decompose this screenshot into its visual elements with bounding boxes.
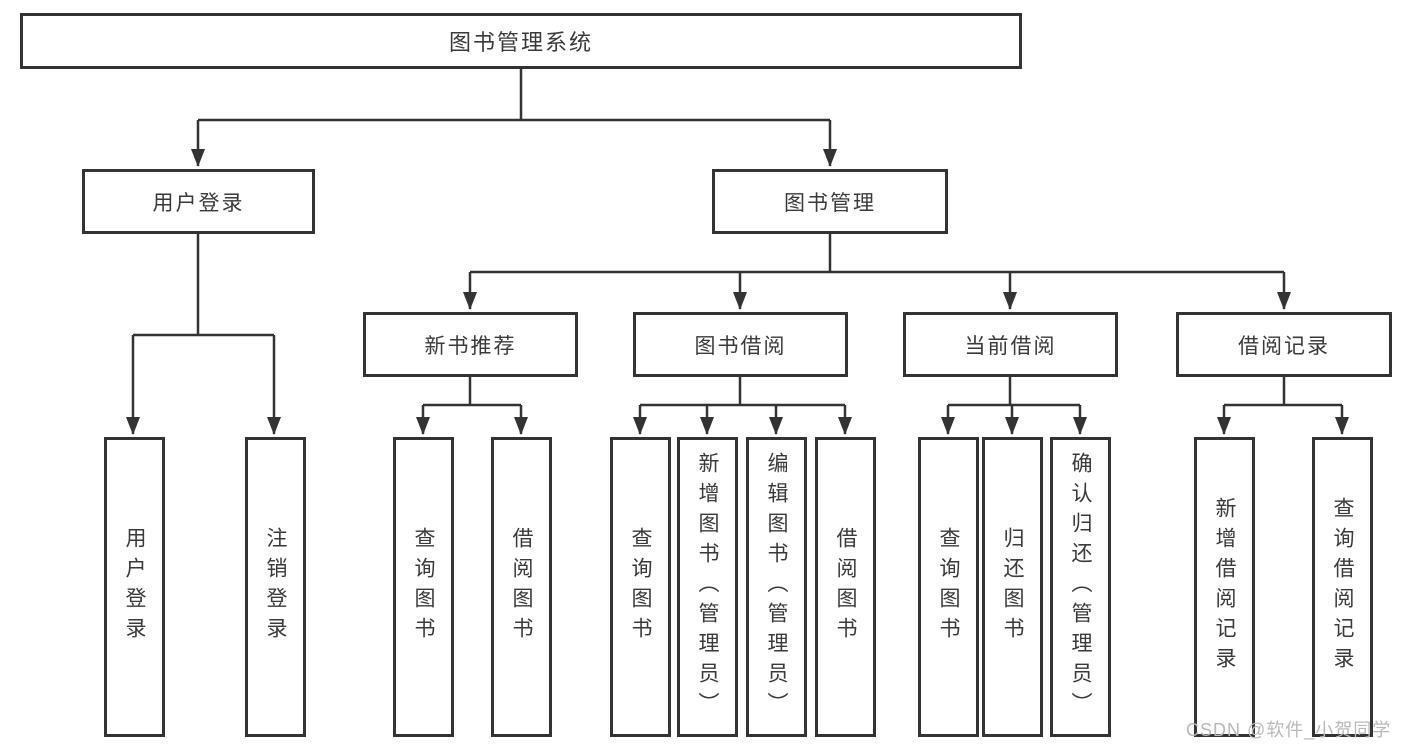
node-current-query-book-label: 查询图书 [937, 527, 960, 647]
node-login-user-login-label: 用户登录 [123, 527, 146, 647]
node-current-borrow-label: 当前借阅 [964, 334, 1057, 358]
node-root-label: 图书管理系统 [448, 30, 593, 55]
node-borrow-add-book-admin-label: 新增图书（管理员） [696, 452, 719, 722]
node-borrow-query-book-label: 查询图书 [629, 527, 652, 647]
node-login-logout: 注销登录 [245, 437, 306, 737]
node-new-book-recommend-label: 新书推荐 [424, 334, 517, 358]
node-records-query-record: 查询借阅记录 [1312, 437, 1373, 737]
node-new-book-recommend: 新书推荐 [363, 312, 578, 377]
node-borrow-records: 借阅记录 [1176, 312, 1392, 377]
node-login-logout-label: 注销登录 [264, 527, 287, 647]
node-book-management-label: 图书管理 [784, 191, 876, 215]
node-borrow-records-label: 借阅记录 [1238, 334, 1330, 358]
node-current-return-book: 归还图书 [982, 437, 1043, 737]
csdn-watermark: CSDN @软件_小贺同学 [1186, 720, 1392, 740]
node-user-login-label: 用户登录 [152, 191, 245, 215]
node-records-add-record: 新增借阅记录 [1194, 437, 1255, 737]
node-records-add-record-label: 新增借阅记录 [1213, 497, 1236, 677]
node-current-confirm-return-admin-label: 确认归还（管理员） [1069, 452, 1092, 722]
node-recommend-query-book-label: 查询图书 [412, 527, 435, 647]
node-book-borrow: 图书借阅 [633, 312, 848, 377]
node-book-borrow-label: 图书借阅 [694, 334, 787, 358]
node-recommend-query-book: 查询图书 [393, 437, 454, 737]
node-borrow-borrow-book: 借阅图书 [815, 437, 876, 737]
node-book-management: 图书管理 [712, 169, 948, 234]
node-borrow-edit-book-admin: 编辑图书（管理员） [746, 437, 807, 737]
node-current-query-book: 查询图书 [918, 437, 979, 737]
node-borrow-borrow-book-label: 借阅图书 [834, 527, 857, 647]
node-login-user-login: 用户登录 [104, 437, 165, 737]
node-recommend-borrow-book-label: 借阅图书 [510, 527, 533, 647]
node-current-borrow: 当前借阅 [903, 312, 1118, 377]
node-borrow-edit-book-admin-label: 编辑图书（管理员） [765, 452, 788, 722]
node-user-login: 用户登录 [82, 169, 315, 234]
node-current-return-book-label: 归还图书 [1001, 527, 1024, 647]
node-borrow-add-book-admin: 新增图书（管理员） [677, 437, 738, 737]
node-recommend-borrow-book: 借阅图书 [491, 437, 552, 737]
node-records-query-record-label: 查询借阅记录 [1331, 497, 1354, 677]
node-current-confirm-return-admin: 确认归还（管理员） [1050, 437, 1111, 737]
node-borrow-query-book: 查询图书 [610, 437, 671, 737]
node-root-system: 图书管理系统 [20, 13, 1022, 69]
